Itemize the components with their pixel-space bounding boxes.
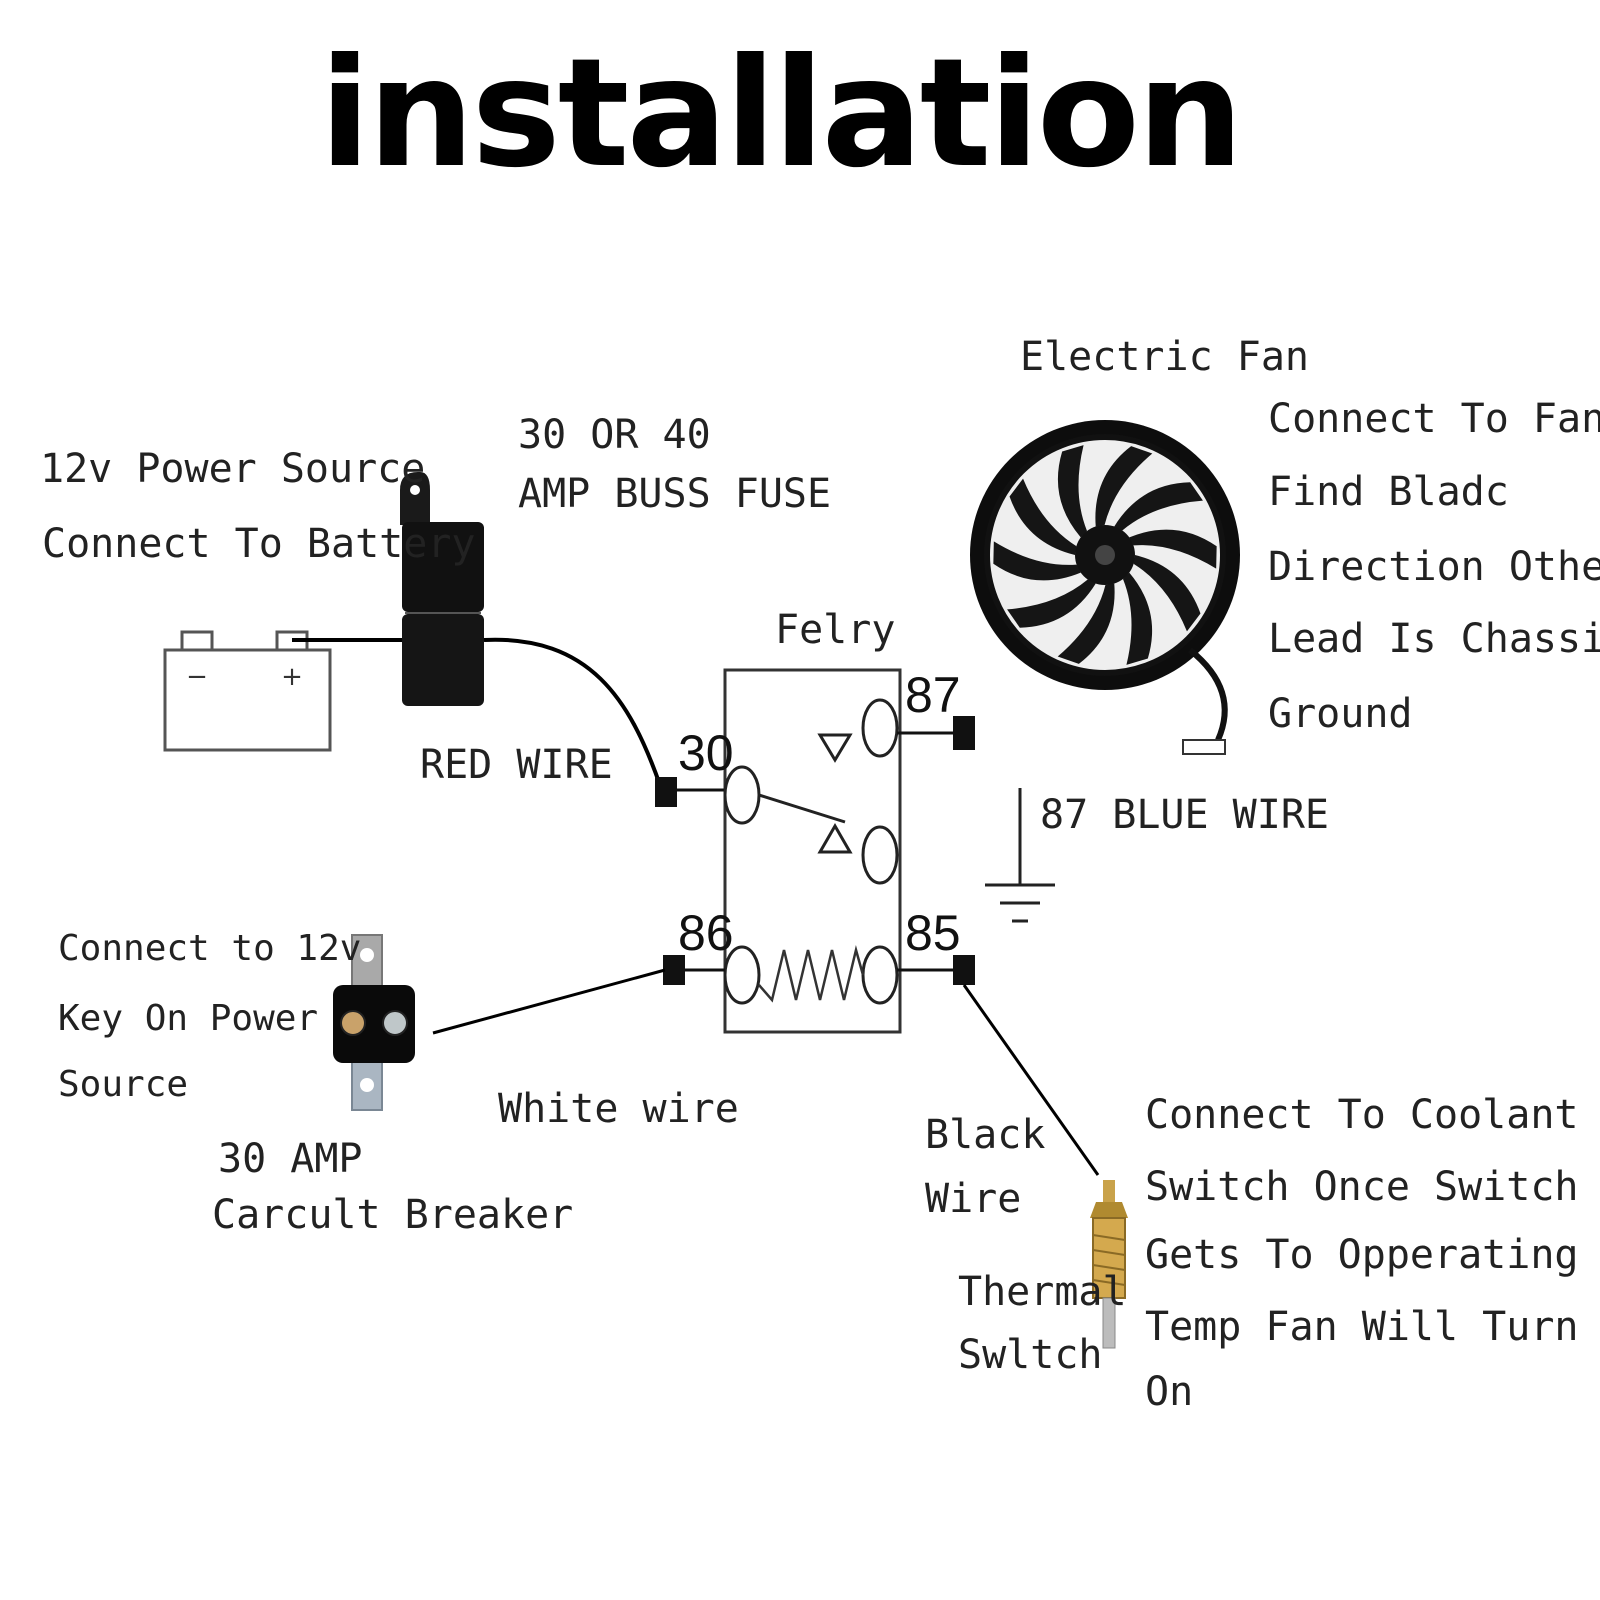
relay-label: Felry <box>775 607 895 653</box>
electric-fan-icon <box>970 420 1240 755</box>
relay <box>655 668 975 1034</box>
power-source-label: 12v Power Source <box>40 446 425 492</box>
key-power-line-3: Source <box>58 1064 188 1105</box>
thermal-switch-icon <box>1090 1180 1128 1349</box>
key-power-line-1: Connect to 12v <box>58 928 361 969</box>
fan-label: Electric Fan <box>1020 334 1309 380</box>
coolant-note-line-2: Switch Once Switch <box>1145 1164 1578 1210</box>
key-power-line-2: Key On Power <box>58 998 318 1039</box>
fan-blade <box>1129 529 1217 569</box>
page-title: installation <box>319 27 1240 201</box>
thermal-switch-label-line-1: Thermal <box>958 1269 1127 1315</box>
red-wire-label: RED WIRE <box>420 742 613 788</box>
breaker-type-label: Carcult Breaker <box>212 1192 573 1238</box>
battery-minus-terminal: − <box>186 662 208 692</box>
fan-note-line-2: Find Bladc <box>1268 469 1509 515</box>
battery-connection-label: Connect To Battery <box>42 521 475 567</box>
fan-blade <box>1122 572 1153 665</box>
thermal-switch-label-line-2: Swltch <box>958 1332 1103 1378</box>
blue-wire-label: 87 BLUE WIRE <box>1040 792 1329 838</box>
fan-blade <box>1133 555 1201 632</box>
white-wire <box>432 968 666 1035</box>
coolant-note-line-3: Gets To Opperating <box>1145 1232 1578 1278</box>
fan-blade <box>1114 482 1203 531</box>
circuit-breaker-icon <box>333 934 415 1111</box>
fan-note-line-3: Direction Other <box>1268 544 1600 590</box>
fuse-holder <box>400 472 484 706</box>
black-wire <box>962 984 1100 1176</box>
white-wire-label: White wire <box>498 1086 739 1132</box>
fan-note-line-1: Connect To Fan <box>1268 396 1600 442</box>
red-wire <box>483 637 662 786</box>
fan-blade <box>1057 445 1088 538</box>
fan-blade <box>1009 478 1077 555</box>
fuse-type-label: AMP BUSS FUSE <box>518 471 831 517</box>
coolant-note-line-4: Temp Fan Will Turn <box>1145 1304 1578 1350</box>
black-wire-label-line-1: Black <box>925 1112 1045 1158</box>
ground-icon <box>985 788 1055 923</box>
fan-blade <box>1095 446 1153 527</box>
relay-pin-30: 30 <box>678 725 734 781</box>
fan-note-line-4: Lead Is Chassis <box>1268 616 1600 662</box>
fuse-rating-label: 30 OR 40 <box>518 412 711 458</box>
fan-blade <box>993 541 1081 581</box>
battery-plus-terminal: + <box>281 662 303 692</box>
fan-blade <box>1057 583 1115 664</box>
battery: − + <box>163 630 332 752</box>
coolant-note-line-5: On <box>1145 1369 1193 1415</box>
breaker-rating-label: 30 AMP <box>218 1136 363 1182</box>
coolant-note-line-1: Connect To Coolant <box>1145 1092 1578 1138</box>
black-wire-label-line-2: Wire <box>925 1176 1021 1222</box>
fan-note-line-5: Ground <box>1268 691 1413 737</box>
relay-pin-87: 87 <box>905 667 961 723</box>
relay-pin-86: 86 <box>678 905 734 961</box>
fan-blade <box>1007 579 1096 628</box>
relay-pin-85: 85 <box>905 905 961 961</box>
